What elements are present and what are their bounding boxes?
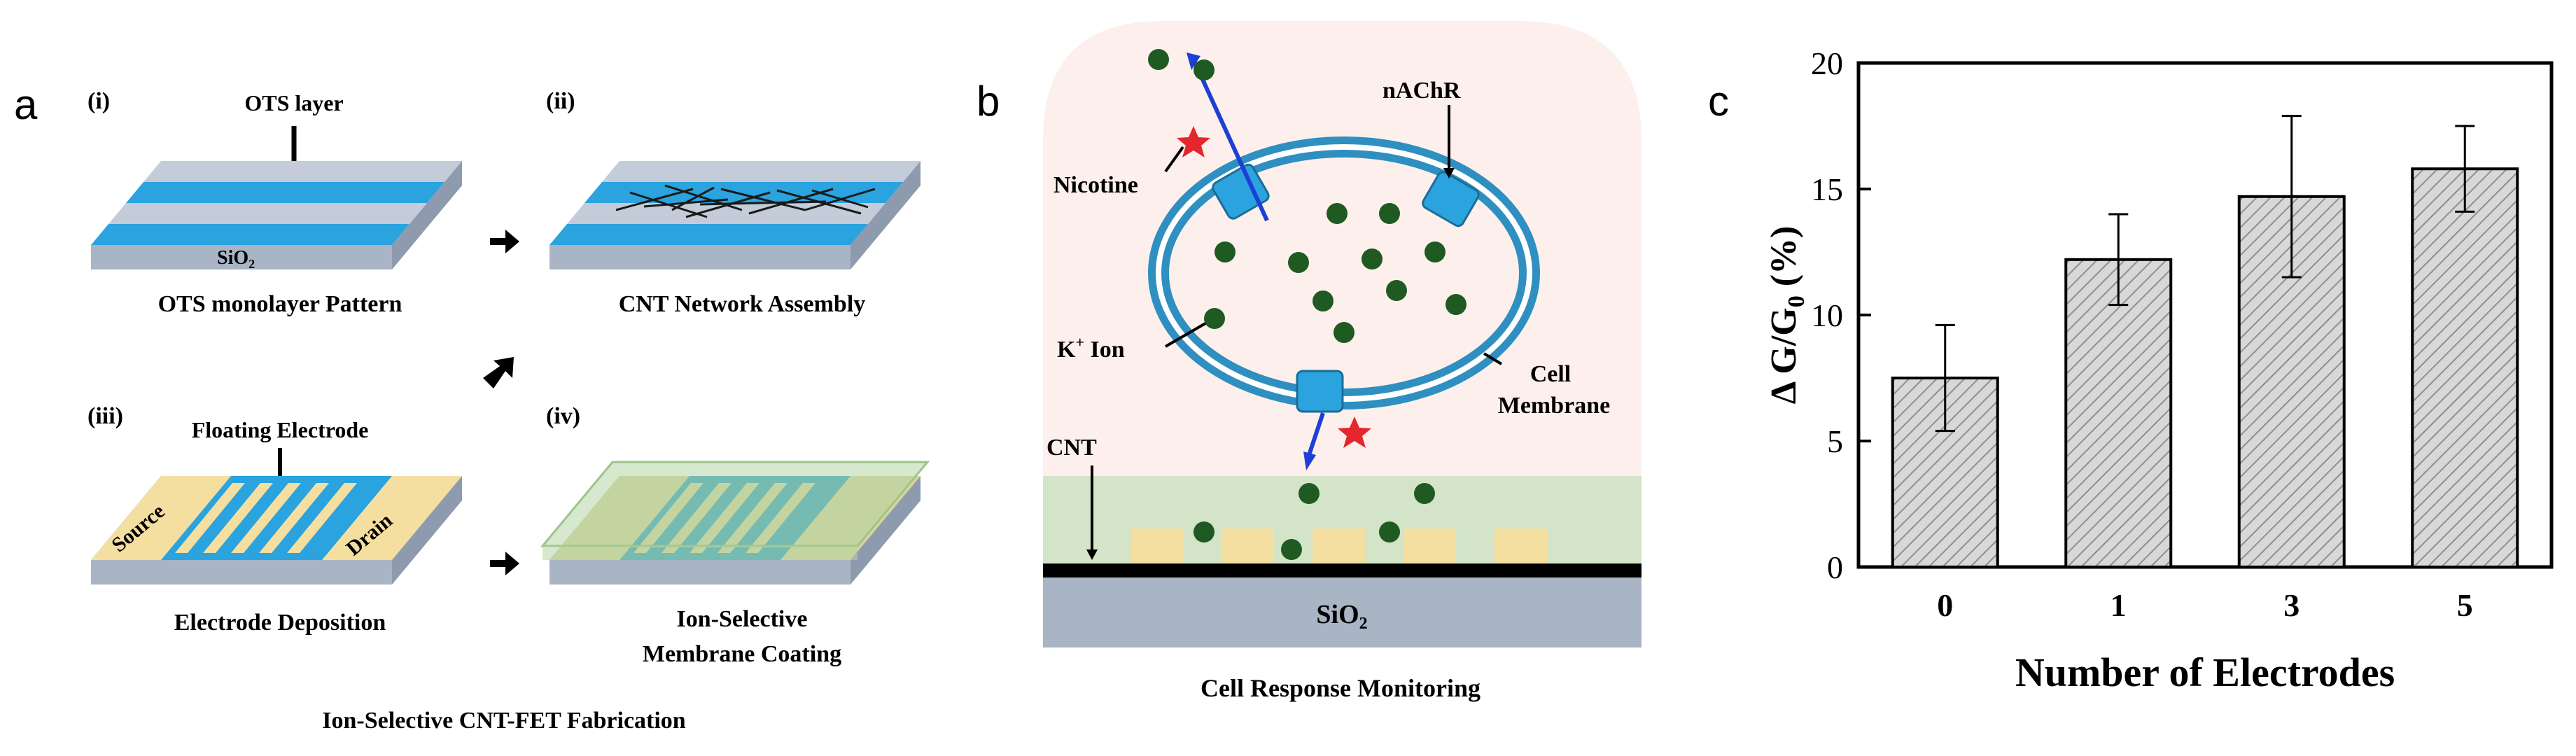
k-ion-label: K+ Ion: [1057, 333, 1125, 363]
step-ii: (ii) CNT Network Assembly: [546, 88, 920, 317]
efflux-arrow-bottom-head: [1303, 451, 1316, 470]
x-axis-label: Number of Electrodes: [2015, 650, 2395, 695]
x-tick-label: 1: [2110, 587, 2127, 623]
cell-membrane-inner-line: [1156, 144, 1532, 402]
gap-stripe: [144, 161, 462, 182]
k-ions: [1148, 49, 1466, 560]
substrate-front: [550, 560, 850, 584]
y-axis-label: Δ G/G0 (%): [1764, 226, 1809, 405]
floating-electrodes: [175, 483, 357, 553]
step-i-caption: OTS monolayer Pattern: [158, 291, 402, 317]
x-tick-label: 3: [2283, 587, 2300, 623]
step-i: (i) OTS layer SiO2 OTS monolayer Pattern: [88, 88, 462, 317]
electrodes: [1130, 528, 1547, 564]
panel-c: c 0 5 10 15 20 0 1 3 5 Δ G/G0 (%) Number of Elec…: [1708, 46, 2554, 695]
bar: [2064, 258, 2173, 568]
gap-stripe: [567, 203, 886, 224]
step-iii-numeral: (iii): [88, 403, 123, 429]
substrate-side: [392, 476, 462, 584]
substrate-side: [850, 476, 920, 584]
substrate-front: [550, 245, 850, 270]
nachr-receptor-right: [1422, 171, 1480, 227]
chart-bars: [1891, 115, 2519, 568]
cnt-network: [615, 184, 876, 218]
substrate-side: [850, 161, 920, 270]
step-iv-caption-line1: Ion-Selective: [677, 606, 808, 632]
panel-a: a (i) OTS layer SiO2 OTS monolayer Patte…: [14, 81, 930, 734]
step-iii: (iii) Floating Electrode Source Drain El…: [88, 403, 462, 636]
y-tick-label: 0: [1827, 550, 1843, 585]
flow-arrow-right: [490, 230, 519, 253]
drain-electrode: [322, 476, 462, 560]
nicotine-label: Nicotine: [1054, 172, 1138, 198]
y-tick-label: 15: [1811, 172, 1843, 207]
substrate-b-label: SiO2: [1316, 600, 1367, 633]
nicotine-pointer: [1164, 146, 1184, 173]
source-electrode: [91, 476, 231, 560]
y-tick-label: 20: [1811, 46, 1843, 81]
nicotine-star-top: [1177, 126, 1210, 158]
step-ii-caption: CNT Network Assembly: [619, 291, 866, 317]
gap-stripe: [108, 203, 427, 224]
nachr-receptor-bottom: [1296, 370, 1344, 413]
ots-stripe: [126, 182, 444, 203]
substrate-label: SiO2: [217, 247, 255, 271]
cnt-label: CNT: [1046, 435, 1097, 461]
nachr-label: nAChR: [1382, 78, 1461, 104]
efflux-arrow-bottom: [1307, 412, 1325, 456]
panel-c-letter: c: [1708, 78, 1729, 125]
gap-stripe: [602, 161, 920, 182]
x-tick-label: 5: [2457, 587, 2473, 623]
cell-label-line2: Membrane: [1498, 393, 1611, 419]
flow-arrow-diagonal: [483, 357, 514, 388]
flow-arrow-right-2: [490, 552, 519, 575]
substrate-front: [91, 560, 392, 584]
ots-stripe: [550, 224, 868, 245]
step-iv: (iv) Ion-Selective Membrane Coating: [540, 403, 930, 667]
panel-b-title: Cell Response Monitoring: [1200, 674, 1480, 702]
substrate-side: [392, 161, 462, 270]
nachr-receptor-left: [1212, 163, 1270, 220]
panel-a-letter: a: [14, 81, 38, 128]
cell-pointer: [1483, 352, 1503, 365]
ots-stripe: [91, 224, 410, 245]
substrate-b: [1043, 578, 1642, 648]
k-ion-pointer: [1164, 322, 1207, 348]
nachr-pointer-head: [1443, 168, 1455, 178]
ots-layer-label: OTS layer: [244, 90, 343, 115]
panel-b-letter: b: [976, 78, 1000, 125]
panel-b: b SiO2: [976, 21, 1642, 702]
step-iii-caption: Electrode Deposition: [174, 610, 386, 636]
floating-electrode-label: Floating Electrode: [192, 417, 369, 442]
efflux-arrow-top-head: [1186, 52, 1200, 70]
membrane-coating-front: [542, 546, 858, 560]
substrate-front: [91, 245, 392, 270]
cell-label-line1: Cell: [1530, 361, 1572, 387]
cnt-film: [1043, 564, 1642, 578]
panel-a-title: Ion-Selective CNT-FET Fabrication: [322, 708, 686, 734]
step-ii-numeral: (ii): [546, 88, 575, 114]
step-iv-numeral: (iv): [546, 403, 580, 429]
step-i-numeral: (i): [88, 88, 110, 114]
efflux-arrow-top: [1191, 58, 1269, 222]
cell-background: [1043, 21, 1642, 490]
x-tick-label: 0: [1937, 587, 1953, 623]
step-iv-caption-line2: Membrane Coating: [643, 641, 841, 667]
cnt-pointer-head: [1086, 550, 1098, 560]
y-tick-label: 5: [1827, 424, 1843, 459]
nicotine-star-bottom: [1338, 416, 1371, 448]
bar: [2411, 167, 2519, 568]
y-tick-label: 10: [1811, 298, 1843, 333]
chart-labels: 0 5 10 15 20 0 1 3 5: [1811, 46, 2473, 623]
